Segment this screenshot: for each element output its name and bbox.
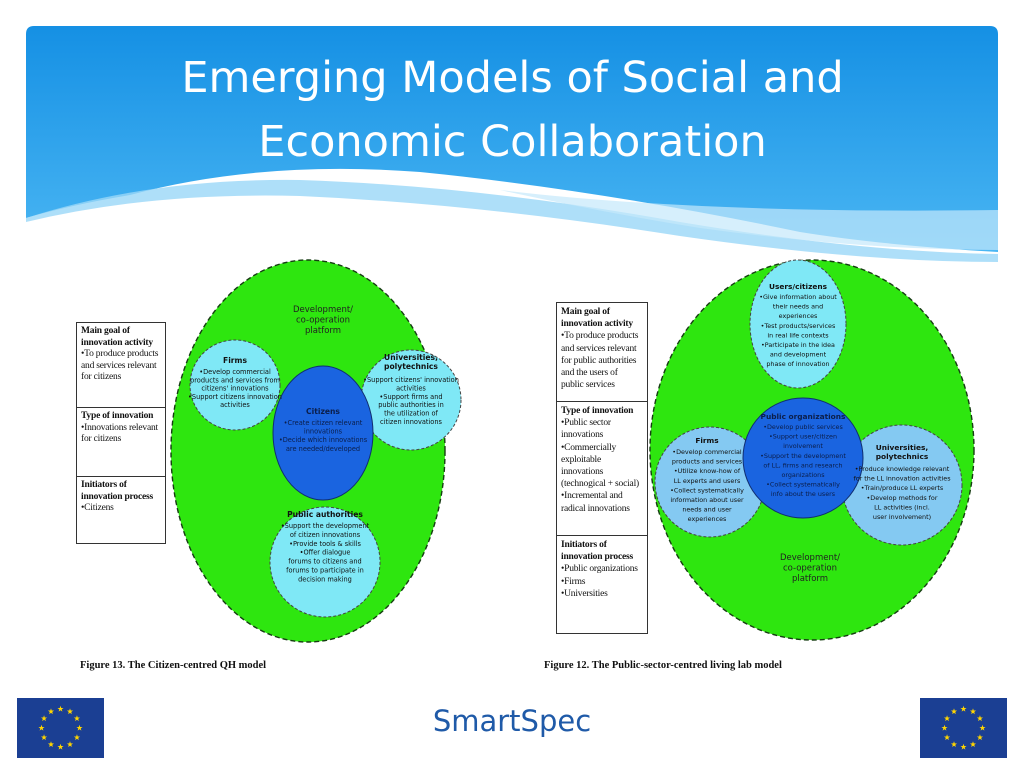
fig12-users-circle	[749, 259, 847, 389]
eu-star	[976, 715, 983, 722]
eu-star	[941, 724, 948, 731]
fig12-type-heading: Type of innovation	[561, 406, 634, 416]
eu-stars-icon	[38, 705, 83, 750]
eu-star	[38, 724, 45, 731]
fig13-caption: Figure 13. The Citizen-centred QH model	[80, 660, 267, 671]
fig13-firms-title: Firms	[223, 356, 247, 365]
eu-star	[969, 741, 977, 748]
eu-star	[76, 724, 83, 731]
eu-star	[969, 708, 977, 715]
fig13-public-authorities-title: Public authorities	[287, 510, 363, 519]
fig13-universities-title: Universities,polytechnics	[384, 353, 438, 371]
eu-star	[976, 734, 983, 741]
fig12-public-org-circle	[742, 397, 864, 519]
eu-star	[66, 708, 74, 715]
fig12-caption: Figure 12. The Public-sector-centred liv…	[544, 660, 782, 671]
footer-brand: SmartSpec	[432, 704, 592, 738]
fig12-users-title: Users/citizens	[769, 282, 828, 291]
eu-star	[950, 708, 958, 715]
fig12-public-org-text: •Develop public services•Support user/ci…	[760, 423, 846, 498]
eu-star	[960, 743, 967, 750]
fig13-citizens-circle	[272, 365, 374, 501]
fig12-public-org-title: Public organizations	[761, 412, 846, 421]
fig12-initiators-body: •Public organizations•Firms•Universities	[561, 564, 638, 599]
fig12-firms-title: Firms	[695, 436, 719, 445]
eu-star	[960, 705, 967, 712]
eu-flag-left	[17, 698, 104, 758]
eu-flag-right	[920, 698, 1007, 758]
fig13-firms-circle	[189, 339, 281, 431]
eu-stars-icon	[941, 705, 986, 750]
fig12-universities-circle	[841, 424, 963, 546]
eu-star	[47, 708, 55, 715]
fig12-universities-title: Universities,polytechnics	[876, 443, 929, 461]
fig13-initiators-body: •Citizens	[81, 503, 114, 513]
eu-star	[57, 743, 64, 750]
eu-star	[57, 705, 64, 712]
eu-star	[944, 715, 951, 722]
slide-title: Emerging Models of Social and Economic C…	[20, 46, 1005, 174]
eu-star	[41, 715, 48, 722]
eu-star	[73, 734, 80, 741]
eu-star	[41, 734, 48, 741]
fig13-public-authorities-circle	[269, 506, 381, 618]
eu-star	[73, 715, 80, 722]
fig13-type-heading: Type of innovation	[81, 411, 154, 421]
eu-star	[47, 741, 55, 748]
eu-star	[944, 734, 951, 741]
slide-title-line-1: Emerging Models of Social and	[181, 53, 844, 103]
eu-star	[950, 741, 958, 748]
eu-star	[979, 724, 986, 731]
fig13-type-section: Type of innovation •Innovations relevant…	[77, 408, 165, 477]
title-banner	[26, 26, 998, 262]
eu-star	[66, 741, 74, 748]
slide-title-line-2: Economic Collaboration	[258, 117, 767, 167]
fig13-citizens-title: Citizens	[306, 407, 340, 416]
